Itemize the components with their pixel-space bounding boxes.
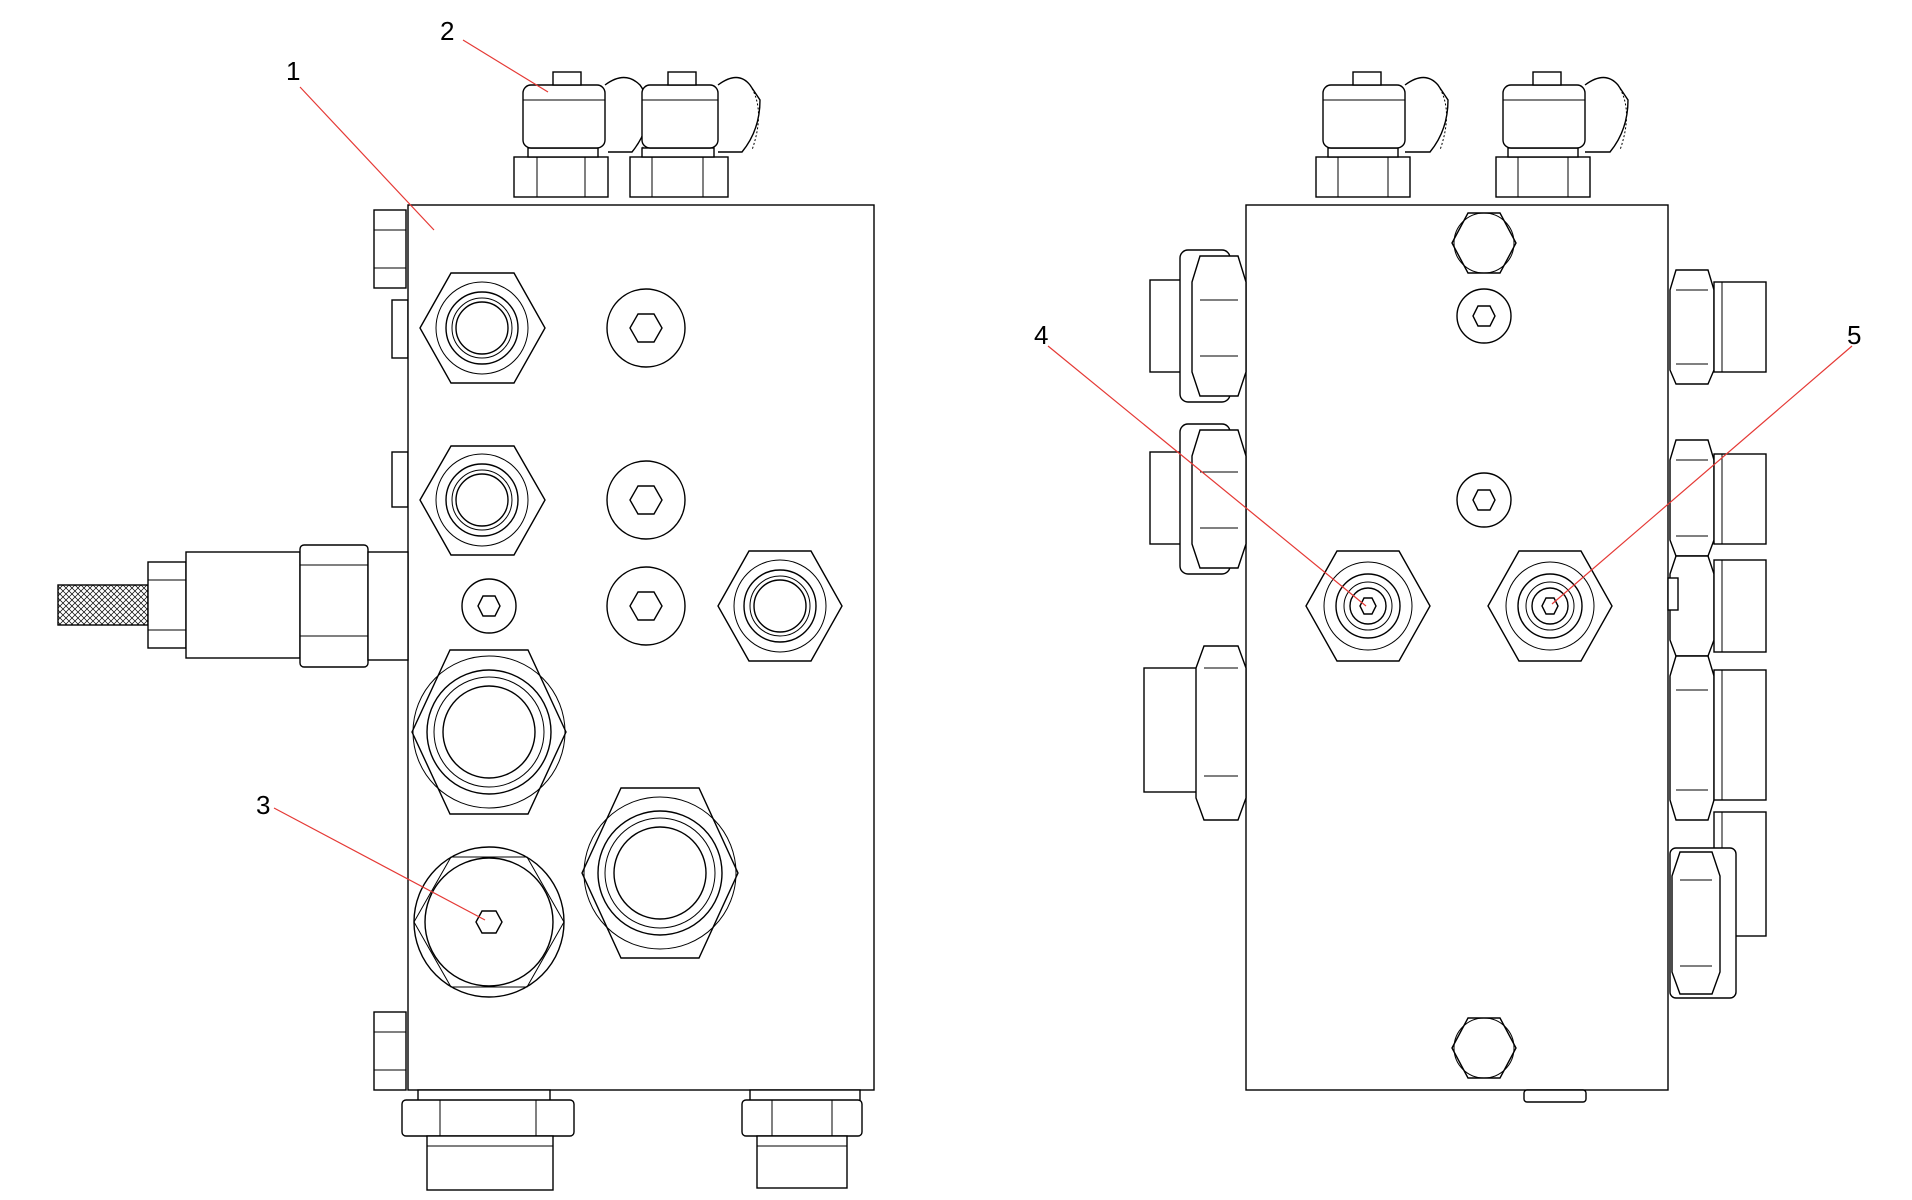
- side-plug-top: [373, 209, 409, 508]
- side-fitting-right-3: [1667, 555, 1767, 657]
- side-fitting-right-2: [1669, 439, 1767, 557]
- valve-block-right: [1245, 204, 1669, 1091]
- side-fitting-right-1: [1669, 269, 1767, 385]
- leader-5: [1551, 345, 1853, 605]
- hex-port-large-2: [581, 787, 739, 959]
- plug-port-3: [413, 846, 565, 998]
- solenoid-coil-right-1: [1315, 71, 1449, 198]
- hex-port-1: [419, 272, 546, 384]
- callout-5: 5: [1847, 320, 1861, 350]
- right-view: [1143, 71, 1767, 1103]
- leader-3: [273, 807, 486, 921]
- callout-2: 2: [440, 16, 454, 46]
- hex-port-4: [1305, 550, 1431, 662]
- side-fitting-left-2: [1149, 423, 1247, 575]
- side-fitting-right-4: [1669, 655, 1767, 821]
- side-plug-bottom: [373, 1011, 407, 1091]
- socket-plug-2: [606, 460, 686, 540]
- leader-1: [299, 86, 435, 231]
- hex-port-3: [717, 550, 843, 662]
- hex-plug-top: [1451, 212, 1517, 274]
- adjuster-knob: [57, 544, 409, 668]
- callout-4: 4: [1034, 320, 1048, 350]
- bottom-boss: [1523, 1089, 1587, 1103]
- bottom-fitting-1: [401, 1089, 575, 1191]
- hex-port-large-1: [411, 649, 567, 815]
- side-fitting-right-5: [1669, 811, 1767, 999]
- bottom-fitting-2: [741, 1089, 863, 1189]
- socket-plug-small: [461, 578, 517, 634]
- solenoid-coil-left-2: [629, 71, 761, 198]
- hex-plug-bottom: [1451, 1017, 1517, 1079]
- socket-plug-1: [606, 288, 686, 368]
- callout-1: 1: [286, 56, 300, 86]
- side-fitting-left-3: [1143, 645, 1247, 821]
- solenoid-coil-left-1: [513, 71, 651, 198]
- callouts: 1 2 3 4 5: [256, 16, 1861, 921]
- left-view: [57, 71, 875, 1191]
- side-fitting-left-1: [1149, 249, 1247, 403]
- solenoid-coil-right-2: [1495, 71, 1629, 198]
- callout-3: 3: [256, 790, 270, 820]
- socket-plug-3: [606, 566, 686, 646]
- leader-4: [1047, 345, 1367, 607]
- socket-plug-r1: [1456, 288, 1512, 344]
- leader-2: [462, 39, 549, 93]
- socket-plug-r2: [1456, 472, 1512, 528]
- hex-port-2: [419, 445, 546, 556]
